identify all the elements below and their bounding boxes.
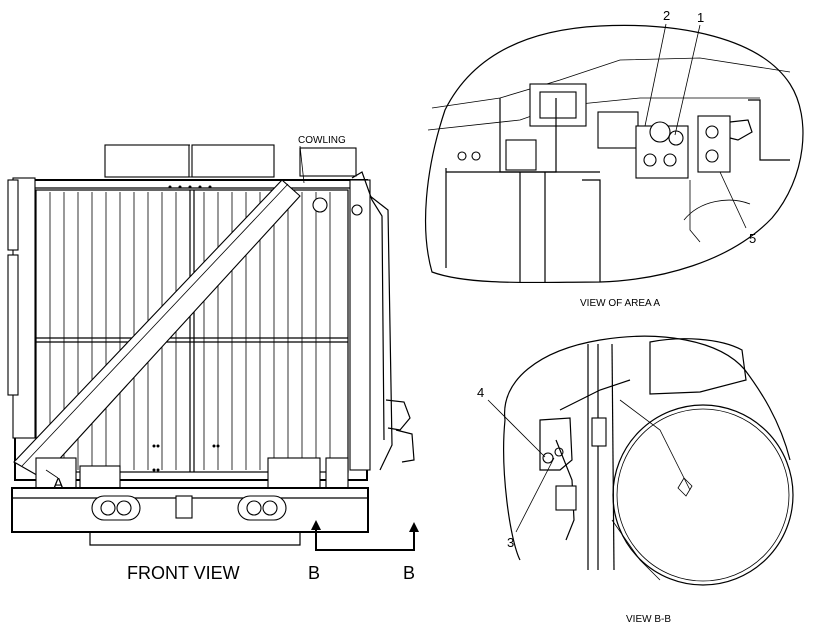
- callout-2: 2: [663, 8, 670, 23]
- area-a-marker: A: [53, 476, 64, 493]
- callout-1: 1: [697, 10, 704, 25]
- section-line-b-b: [311, 520, 419, 551]
- callout-leaders: [45, 23, 747, 533]
- callout-5: 5: [749, 231, 756, 246]
- callout-3: 3: [507, 535, 514, 550]
- cowling-label: COWLING: [298, 135, 346, 146]
- view-area-a-label: VIEW OF AREA A: [580, 298, 660, 309]
- view-b-b-label: VIEW B-B: [626, 614, 671, 625]
- callout-4: 4: [477, 385, 484, 400]
- section-b-left-label: B: [308, 563, 320, 583]
- view-area-a-drawing: [424, 24, 804, 284]
- front-view-label: FRONT VIEW: [127, 563, 240, 583]
- front-view-drawing: [7, 144, 415, 546]
- view-b-b-drawing: [503, 335, 794, 586]
- section-b-right-label: B: [403, 563, 415, 583]
